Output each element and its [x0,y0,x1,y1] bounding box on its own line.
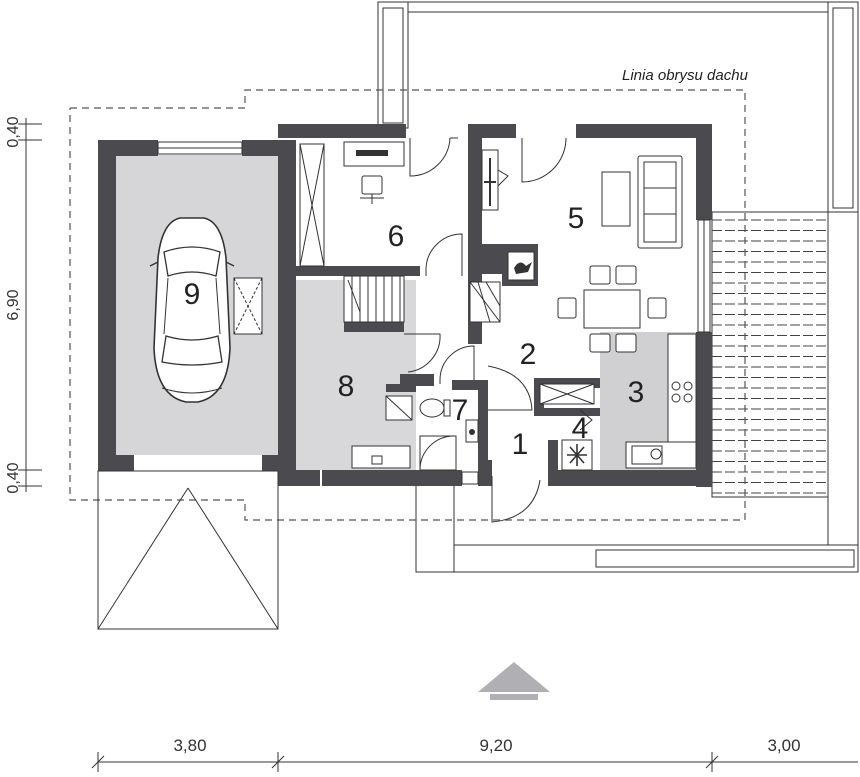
room-label-6: 6 [388,220,405,253]
entrance-arrow-icon [478,662,550,700]
dim-v-1: 0,40 [5,116,22,147]
stairs [343,275,405,323]
horizontal-dimensions: 3,80 9,20 3,00 [91,736,858,772]
driveway [97,470,279,630]
walls [98,124,712,487]
utility-fixtures [351,395,413,469]
vertical-dimensions: 0,40 6,90 0,40 [5,116,42,494]
kitchen-counter [539,333,697,469]
doors [404,137,593,523]
dim-v-2: 6,90 [5,289,22,320]
hall-wardrobe [469,149,501,323]
terrace-frame [377,1,859,573]
car-icon [149,217,235,403]
terrace-deck [711,211,829,498]
dim-h-2: 9,20 [479,736,512,755]
room-label-5: 5 [568,202,585,235]
room-label-7: 7 [452,394,469,427]
room-label-4: 4 [572,412,589,445]
room-label-9: 9 [184,278,201,311]
office-furniture [299,141,405,267]
bathroom-fixtures [419,398,479,471]
room-label-8: 8 [338,370,355,403]
room-label-3: 3 [628,376,645,409]
garage-storage [233,277,263,335]
garage-window [157,141,243,155]
roof-outline-label: Linia obrysu dachu [622,67,749,84]
living-room-furniture [557,155,683,353]
room-label-1: 1 [512,428,529,461]
roof-outline [69,89,746,521]
room-labels: 1 2 3 4 5 6 7 8 9 [184,202,645,461]
windows [320,219,711,485]
dim-h-3: 3,00 [767,736,800,755]
room-label-2: 2 [520,338,537,371]
freezer-icon [561,439,593,471]
dim-h-1: 3,80 [173,736,206,755]
dim-v-3: 0,40 [5,462,22,493]
fireplace [507,251,535,281]
